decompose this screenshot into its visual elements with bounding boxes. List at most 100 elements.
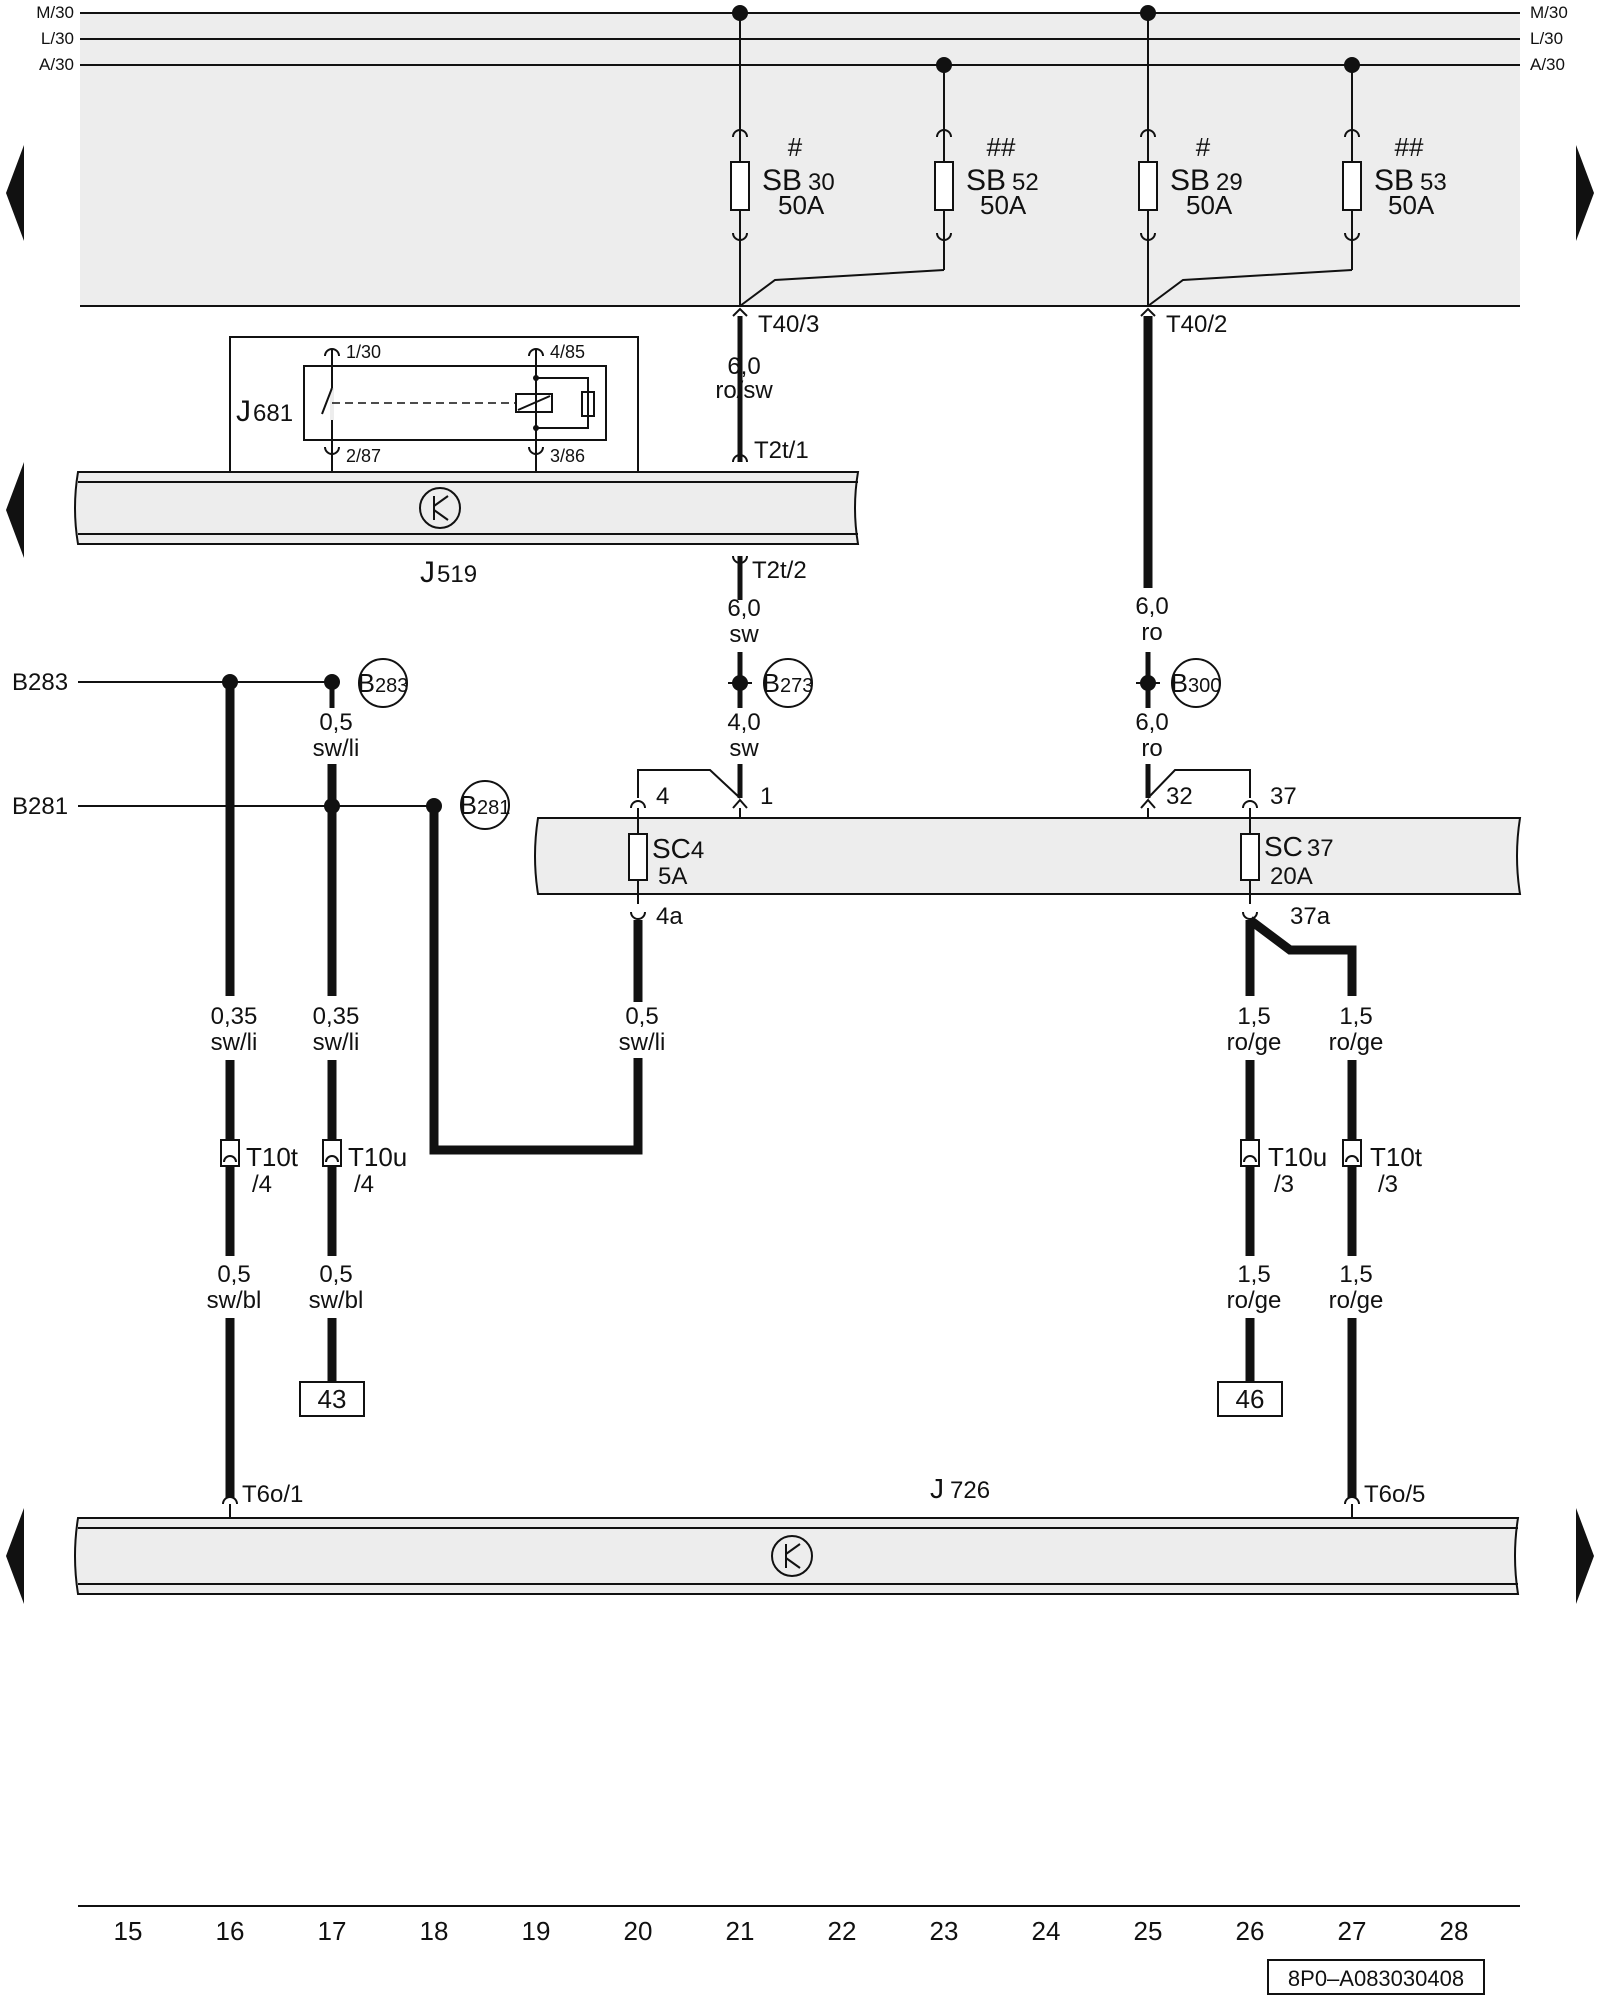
track-number: 26 (1236, 1916, 1265, 1946)
side-label-b281: B281 (12, 793, 68, 820)
page-arrow-right-icon (1576, 1508, 1594, 1604)
fuse-sc37-symbol (1240, 833, 1260, 881)
connector-t10t-b-pin: /3 (1378, 1171, 1398, 1198)
fuse-sb52-symbol (934, 161, 954, 211)
track-number: 16 (216, 1916, 245, 1946)
splice-b273-circle (763, 658, 813, 708)
splice-b300-circle (1171, 658, 1221, 708)
connector-t10u-b-pin: /3 (1274, 1171, 1294, 1198)
track-number: 28 (1440, 1916, 1469, 1946)
rail-label-right-l30: L/30 (1530, 29, 1563, 48)
track-number: 25 (1134, 1916, 1163, 1946)
relay-j681 (229, 336, 639, 472)
connector-t10t-a-name: T10t (246, 1142, 299, 1172)
fuse-terminal-arcs (732, 129, 1360, 241)
rail-label-right-m30: M/30 (1530, 3, 1568, 22)
wire-rosw-size: 6,0 (727, 353, 760, 380)
reference-43: 43 (318, 1384, 347, 1414)
fuse-sc4-label: SC4 (652, 833, 704, 864)
pin-4-85: 4/85 (550, 342, 585, 362)
wire-sw60-color: sw (729, 621, 759, 648)
wire-sw40-color: sw (729, 735, 759, 762)
connector-t10u-b-name: T10u (1268, 1142, 1327, 1172)
side-label-b283: B283 (12, 669, 68, 696)
fuse-sb29-symbol (1138, 161, 1158, 211)
reference-46: 46 (1236, 1384, 1265, 1414)
connector-t10u-a-pin: /4 (354, 1171, 374, 1198)
wire-rosw-color: ro/sw (715, 377, 773, 404)
diagram-code-box (1267, 1959, 1485, 1995)
wire-ro60b-size: 6,0 (1135, 709, 1168, 736)
page-arrow-left-icon (6, 1508, 24, 1604)
wire-swli05a-color: sw/li (313, 735, 360, 762)
page-arrow-left-icon (6, 145, 24, 241)
pin-sc-4: 4 (656, 783, 669, 810)
fuse-sc4-rating: 5A (658, 863, 687, 890)
rail-label-left-l30: L/30 (41, 29, 74, 48)
fuse-sb29-mark: # (1196, 132, 1211, 162)
pin-sc-37: 37 (1270, 783, 1297, 810)
rail-label-right-a30: A/30 (1530, 55, 1565, 74)
track-number: 15 (114, 1916, 143, 1946)
fuse-sb30-mark: # (788, 132, 803, 162)
wire-swbl-a-size: 0,5 (217, 1261, 250, 1288)
track-number: 27 (1338, 1916, 1367, 1946)
pin-t40-3: T40/3 (758, 311, 819, 338)
pin-t2t-2: T2t/2 (752, 557, 807, 584)
wire-roge-a-color: ro/ge (1227, 1029, 1282, 1056)
fuse-sb53-symbol (1342, 161, 1362, 211)
splice-b283-circle (358, 658, 408, 708)
control-unit-j726-bar (74, 1517, 1520, 1595)
reference-box-46 (1217, 1381, 1283, 1417)
fuse-sb53-mark: ## (1395, 132, 1424, 162)
control-unit-j519-label: J519 (420, 556, 477, 589)
wire-ro60b-color: ro (1141, 735, 1162, 762)
pin-t2t-1: T2t/1 (754, 437, 809, 464)
connector-symbols (220, 1139, 1362, 1167)
track-number: 17 (318, 1916, 347, 1946)
wire-roge-c-size: 1,5 (1237, 1261, 1270, 1288)
fuse-sb52-mark: ## (987, 132, 1016, 162)
wire-roge-c-color: ro/ge (1227, 1287, 1282, 1314)
reference-box-43 (299, 1381, 365, 1417)
pin-2-87: 2/87 (346, 446, 381, 466)
splice-b283-label: B283 (358, 668, 409, 698)
track-number: 18 (420, 1916, 449, 1946)
wire-swli05b-color-overlay: sw/li (619, 1029, 666, 1056)
pin-sc-1: 1 (760, 783, 773, 810)
control-unit-j519-bar (74, 471, 860, 545)
pin-3-86: 3/86 (550, 446, 585, 466)
connector-t10t-a-pin: /4 (252, 1171, 272, 1198)
wire-swli035b-color: sw/li (313, 1029, 360, 1056)
wire-swli05a-size: 0,5 (319, 709, 352, 736)
pin-t40-2: T40/2 (1166, 311, 1227, 338)
relay-j681-label: J681 (236, 395, 293, 428)
splice-b300-label: B300 (1171, 668, 1222, 698)
wire-roge-d-color: ro/ge (1329, 1287, 1384, 1314)
track-number: 20 (624, 1916, 653, 1946)
splice-b273-label: B273 (763, 668, 814, 698)
rail-label-left-a30: A/30 (39, 55, 74, 74)
connector-t10u-a-name: T10u (348, 1142, 407, 1172)
track-number: 24 (1032, 1916, 1061, 1946)
track-number: 23 (930, 1916, 959, 1946)
track-number: 22 (828, 1916, 857, 1946)
wire-ro60a-size: 6,0 (1135, 593, 1168, 620)
diagram-code: 8P0–A083030408 (1288, 1966, 1464, 1991)
wire-roge-a-size: 1,5 (1237, 1003, 1270, 1030)
page-arrow-right-icon (1576, 145, 1594, 241)
pin-sc-4a: 4a (656, 903, 683, 930)
pin-t6o-1: T6o/1 (242, 1481, 303, 1508)
fuse-sb52-rating: 50A (980, 190, 1027, 220)
page-arrow-left-icon (6, 462, 24, 558)
wire-swli035b-size: 0,35 (313, 1003, 360, 1030)
track-number: 21 (726, 1916, 755, 1946)
pin-1-30: 1/30 (346, 342, 381, 362)
wire-swbl-a-color: sw/bl (207, 1287, 262, 1314)
